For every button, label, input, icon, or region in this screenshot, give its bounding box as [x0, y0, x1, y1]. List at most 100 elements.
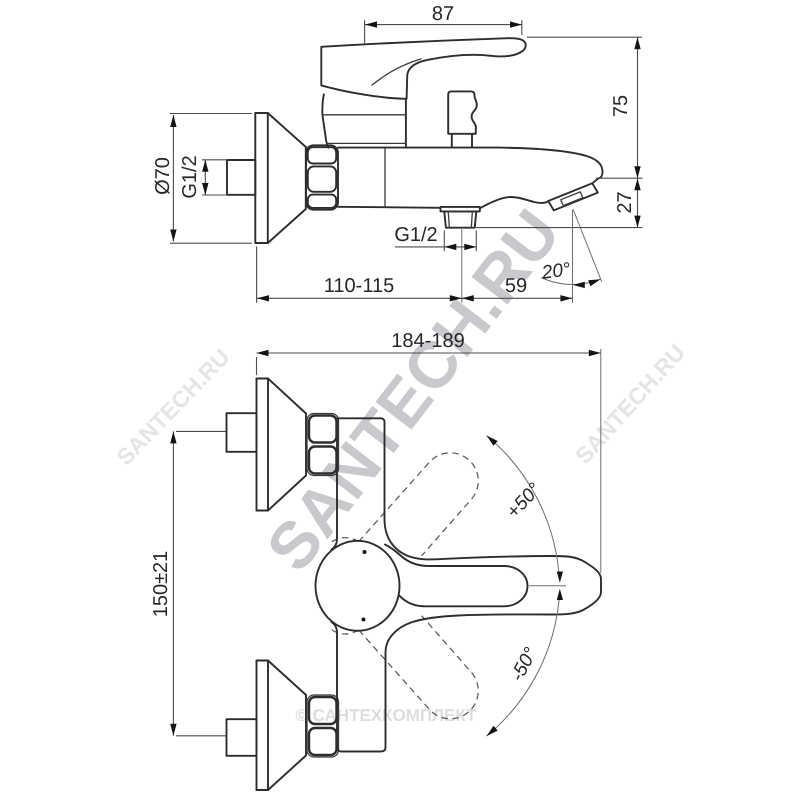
dim-flange-diameter-arrowhead-1: [170, 115, 177, 127]
dim-inlet-thread-arrowhead-1: [202, 159, 209, 172]
plan-top-connection-outline-1: [255, 377, 269, 512]
dim-shower-thread: G1/2: [394, 224, 477, 251]
plan-bottom-connection-detail-line-1: [306, 694, 340, 758]
plan-bottom-nipple: [225, 718, 258, 757]
dim-label-minus50: -50°: [507, 644, 542, 685]
dim-handle-length-arrowhead-1: [365, 21, 377, 28]
dim-height-75-27-arrowhead-3: [634, 178, 641, 191]
dim-label-184-189: 184-189: [391, 330, 464, 352]
side-cartridge-dome: [321, 93, 407, 149]
side-lever-handle-detail-line-1: [371, 58, 422, 86]
dim-label-d70: Ø70: [152, 157, 174, 195]
dim-shower-thread-arrowhead-1: [444, 243, 457, 251]
side-cartridge-dome-outline-1: [321, 93, 330, 149]
dim-handle-length-dimension-line-1: [364, 20, 523, 45]
side-body-spout: [337, 146, 604, 210]
dim-spout-angle-leader-line-1: [572, 209, 603, 283]
dim-label-110-115: 110-115: [324, 275, 394, 297]
dim-flange-diameter-arrowhead-2: [170, 229, 177, 242]
side-diverter-knob: [447, 90, 478, 149]
dim-label-59: 59: [505, 275, 527, 297]
dim-spout-angle-arrowhead-2: [588, 279, 601, 287]
side-body-spout-outline-2: [337, 205, 442, 209]
dim-label-g12-shower: G1/2: [394, 224, 437, 246]
plan-view: 184-189 150±21 +50° -50°: [150, 330, 602, 791]
dim-inlet-centers-arrowhead-2: [170, 723, 177, 736]
dim-inlet-thread-arrowhead-2: [202, 183, 209, 195]
side-escutcheon: [254, 112, 307, 244]
dim-label-20deg: 20°: [540, 259, 573, 284]
dim-swing-arcs-leader-line-3: [486, 591, 561, 737]
dim-label-27: 27: [614, 191, 636, 213]
dim-bottom-spans: 110-115 59: [256, 209, 573, 303]
dim-height-75-27-arrowhead-2: [634, 166, 641, 179]
dim-inlet-centers: 150±21: [150, 430, 226, 737]
dim-height-75-27-arrowhead-4: [634, 215, 641, 228]
dim-overall-depth: 184-189: [255, 330, 602, 573]
side-body-spout-outline-3: [478, 196, 550, 210]
side-shower-outlet-detail-line-1: [447, 210, 474, 229]
dim-shower-thread-arrowhead-2: [464, 243, 477, 251]
side-hex-nut-facet-bottom: [306, 193, 338, 209]
plan-bottom-connection-outline-2: [255, 659, 269, 791]
dim-overall-depth-arrowhead-2: [588, 349, 601, 357]
dim-handle-length: 87: [364, 3, 523, 45]
dim-spout-angle-arrowhead-1: [572, 281, 585, 289]
side-aerator-detail-line-1: [560, 191, 584, 207]
dim-bottom-spans-arrowhead-3: [461, 295, 474, 302]
dim-inlet-centers-dimension-line-1: [176, 430, 226, 737]
side-escutcheon-outline-4: [266, 112, 307, 244]
dim-inlet-thread: G1/2: [179, 155, 226, 199]
dim-swing-arcs-arrowhead-3: [556, 588, 563, 600]
plan-body-lever: [314, 417, 602, 753]
side-hex-nut-facet-mid: [306, 165, 338, 193]
dim-overall-depth-arrowhead-1: [256, 349, 269, 357]
side-aerator-outline-1: [547, 182, 599, 212]
dim-inlet-centers-arrowhead-1: [170, 431, 177, 444]
plan-top-nipple: [225, 412, 258, 453]
dim-inlet-thread-dimension-line-1: [202, 159, 226, 196]
watermark-right-text: SANTECH.RU: [570, 339, 690, 468]
dim-label-plus50: +50°: [503, 479, 546, 523]
plan-bottom-connection: [225, 659, 340, 791]
side-escutcheon-outline-3: [254, 112, 269, 244]
dim-bottom-spans-arrowhead-1: [257, 295, 269, 302]
dim-height-75-27-arrowhead-1: [634, 37, 641, 50]
dim-label-75: 75: [610, 95, 632, 117]
dim-bottom-spans-arrowhead-4: [560, 295, 573, 302]
dim-bottom-spans-arrowhead-2: [449, 295, 462, 302]
side-hex-nut-facet-top: [306, 146, 338, 165]
side-inlet-nipple: [226, 159, 257, 196]
dim-swing-arcs: +50° -50°: [486, 435, 566, 737]
side-hex-nut: [305, 144, 339, 211]
dim-swing-arcs-arrowhead-2: [556, 571, 563, 583]
watermark-layer: SANTECH.RU SANTECH.RU SANTECH.RU © САНТЕ…: [111, 196, 690, 725]
plan-bottom-connection-outline-5: [307, 726, 338, 757]
dim-flange-diameter-dimension-line-1: [170, 112, 252, 244]
dim-label-150-21: 150±21: [150, 551, 172, 618]
side-lever-handle: [320, 37, 527, 100]
dim-label-g12-inlet: G1/2: [179, 155, 201, 198]
plan-handle-ghost-up-dashed-outline-1: [358, 452, 479, 557]
dim-label-87: 87: [432, 3, 454, 25]
side-shower-outlet: [439, 205, 481, 229]
plan-bottom-connection-outline-1: [255, 659, 269, 791]
side-body-spout-outline-1: [337, 146, 604, 185]
plan-cartridge-dome: [314, 539, 401, 632]
dim-handle-length-arrowhead-2: [510, 21, 522, 28]
dim-spout-angle: 20°: [540, 209, 603, 289]
plan-handle-ghost-down-dashed-outline-1: [358, 615, 479, 720]
plan-body-lever-outline-3: [337, 417, 602, 753]
side-diverter-knob-outline-2: [450, 132, 473, 149]
side-view: 87 75 27 Ø70 G1/: [152, 3, 643, 303]
side-hex-nut-outline-1: [305, 144, 339, 211]
dim-swing-arcs-leader-line-2: [486, 435, 560, 581]
watermark-center-text: SANTECH.RU: [252, 196, 574, 584]
plan-bottom-connection-outline-3: [267, 659, 307, 791]
dim-swing-arcs-arrowhead-4: [486, 725, 498, 737]
dim-swing-arcs-arrowhead-1: [486, 435, 498, 446]
plan-body-lever-arrowhead-1: [362, 550, 367, 554]
plan-body-lever-outline-4: [384, 543, 529, 608]
